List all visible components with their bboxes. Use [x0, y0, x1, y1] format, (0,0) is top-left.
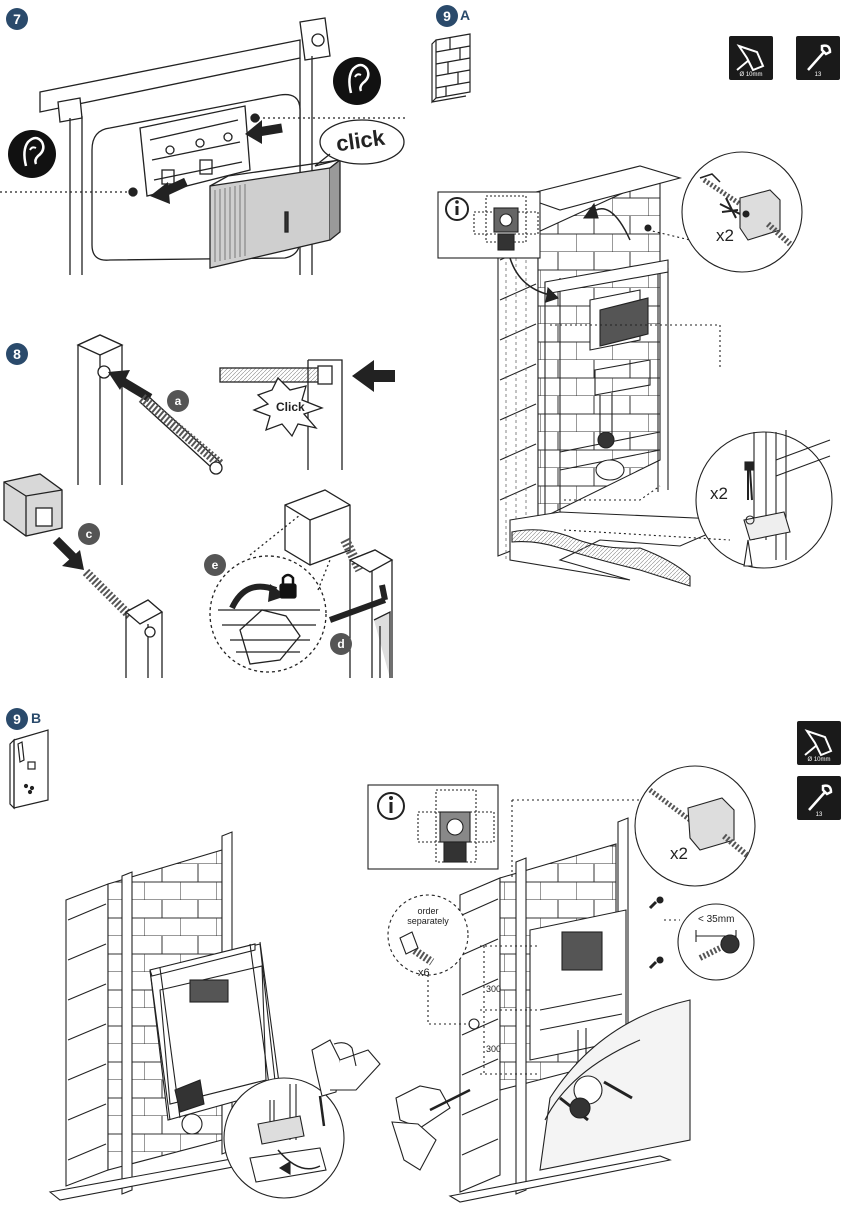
wrench-icon: 13: [797, 776, 841, 820]
drill-icon: Ø 10mm: [729, 36, 773, 80]
info-icon: [445, 197, 469, 221]
step-8-badge: 8: [6, 343, 28, 365]
step8-illustration: [3, 334, 395, 678]
quantity-label: x2: [710, 484, 728, 503]
dimension-label: 300: [486, 984, 502, 994]
step-9b-badge: 9: [6, 708, 28, 730]
quantity-label: x2: [716, 226, 734, 245]
step9a-illustration: [437, 151, 833, 587]
brick-wall-icon: [431, 33, 471, 104]
sub-step-c: c: [78, 523, 100, 545]
step7-illustration: [0, 17, 405, 275]
drill-icon: Ø 10mm: [797, 721, 841, 765]
wrench-icon: 13: [796, 36, 840, 80]
wrench-size-label: 13: [814, 72, 822, 78]
step9b-left-illustration: [48, 831, 381, 1201]
quantity-label: x6: [418, 967, 430, 979]
order-separately-label: order separately: [407, 906, 449, 926]
step-9a-sub-label: A: [460, 7, 471, 23]
lock-icon: [280, 584, 296, 598]
info-icon: [377, 792, 405, 820]
max-depth-label: < 35mm: [698, 914, 735, 925]
click-small-label: Click: [276, 400, 305, 414]
drywall-panel-icon: [9, 729, 49, 810]
sub-step-e: e: [204, 554, 226, 576]
wrench-size-label: 13: [815, 812, 823, 818]
step9b-right-illustration: [367, 765, 756, 1203]
sub-step-a: a: [167, 390, 189, 412]
sub-step-d: d: [330, 633, 352, 655]
drill-size-label: Ø 10mm: [807, 757, 831, 763]
step-7-badge: 7: [6, 8, 28, 30]
ear-icon: [8, 130, 56, 178]
quantity-label: x2: [670, 844, 688, 863]
drill-size-label: Ø 10mm: [739, 72, 763, 78]
step-9b-sub-label: B: [31, 710, 42, 726]
ear-icon: [333, 57, 381, 105]
dimension-label: 300: [486, 1044, 502, 1054]
step-9a-badge: 9: [436, 5, 458, 27]
